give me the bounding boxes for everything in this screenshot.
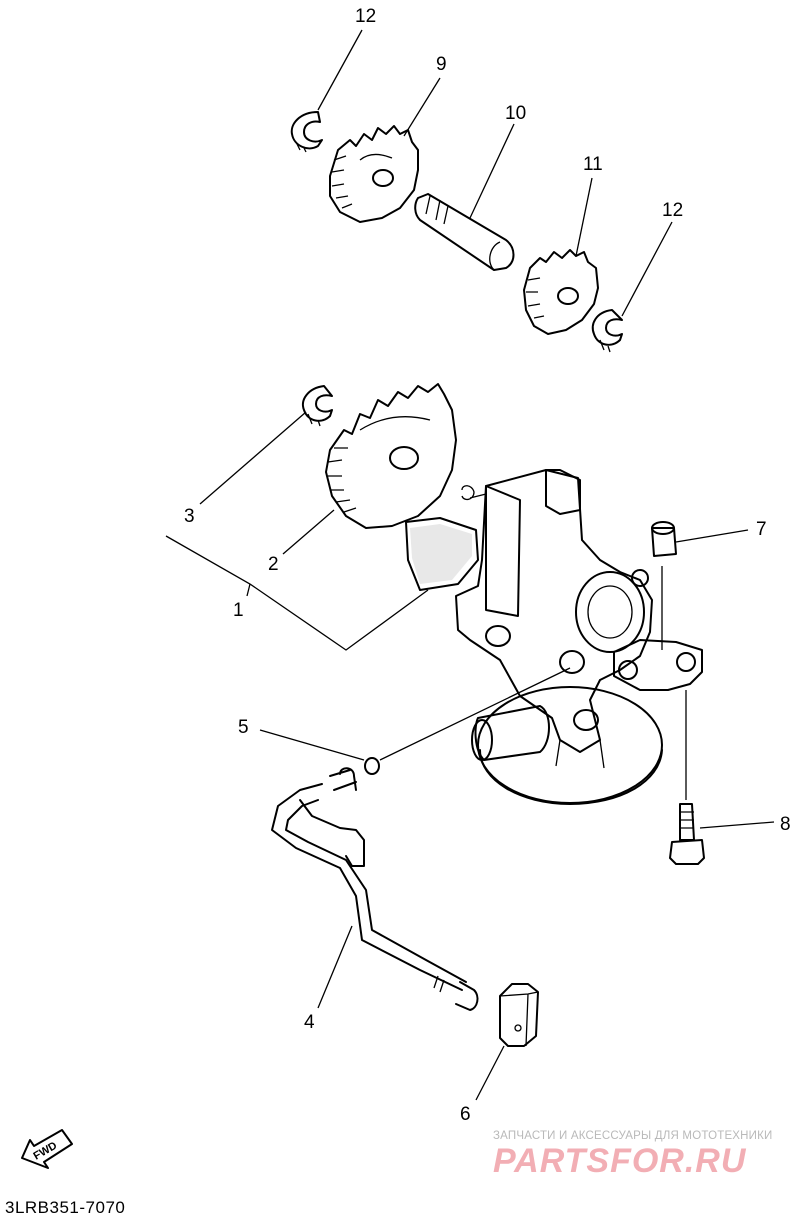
callout-7: 7 bbox=[756, 519, 767, 540]
callout-5: 5 bbox=[238, 717, 249, 738]
gear-part-11 bbox=[523, 249, 599, 335]
gear-part-2 bbox=[325, 383, 457, 529]
callout-6: 6 bbox=[460, 1104, 471, 1125]
callout-10: 10 bbox=[505, 103, 526, 124]
leader-lines bbox=[165, 29, 775, 1101]
gear-part-9 bbox=[329, 125, 419, 223]
callout-8: 8 bbox=[780, 814, 791, 835]
watermark-logo: PARTSFOR.RU bbox=[493, 1142, 747, 1180]
diagram-code: 3LRB351-7070 bbox=[5, 1198, 126, 1217]
callout-9: 9 bbox=[436, 54, 447, 75]
dowel-part-7 bbox=[651, 521, 677, 557]
callout-4: 4 bbox=[304, 1012, 315, 1033]
callout-1: 1 bbox=[233, 600, 244, 621]
callout-12-lower: 12 bbox=[662, 200, 683, 221]
oring-part-5 bbox=[364, 757, 380, 775]
oil-pump-part-1 bbox=[405, 469, 703, 805]
fwd-label: FWD bbox=[32, 1140, 60, 1163]
shaft-part-10 bbox=[414, 193, 515, 271]
callout-3: 3 bbox=[184, 506, 195, 527]
circlip-part-3 bbox=[302, 385, 333, 427]
callout-11: 11 bbox=[583, 154, 603, 175]
bolt-part-8 bbox=[669, 803, 705, 865]
fwd-arrow-icon: FWD bbox=[21, 1129, 73, 1169]
block-part-6 bbox=[499, 983, 539, 1047]
pipe-part-4 bbox=[271, 767, 479, 1011]
circlip-part-12-lower bbox=[591, 309, 623, 353]
callout-12-upper: 12 bbox=[355, 6, 376, 27]
circlip-part-12-upper bbox=[290, 111, 323, 153]
watermark-tagline: ЗАПЧАСТИ И АКСЕССУАРЫ ДЛЯ МОТОТЕХНИКИ bbox=[493, 1130, 773, 1142]
callout-2: 2 bbox=[268, 554, 279, 575]
callout-labels: 12 9 10 11 12 3 2 1 7 5 8 4 6 bbox=[184, 6, 791, 1125]
